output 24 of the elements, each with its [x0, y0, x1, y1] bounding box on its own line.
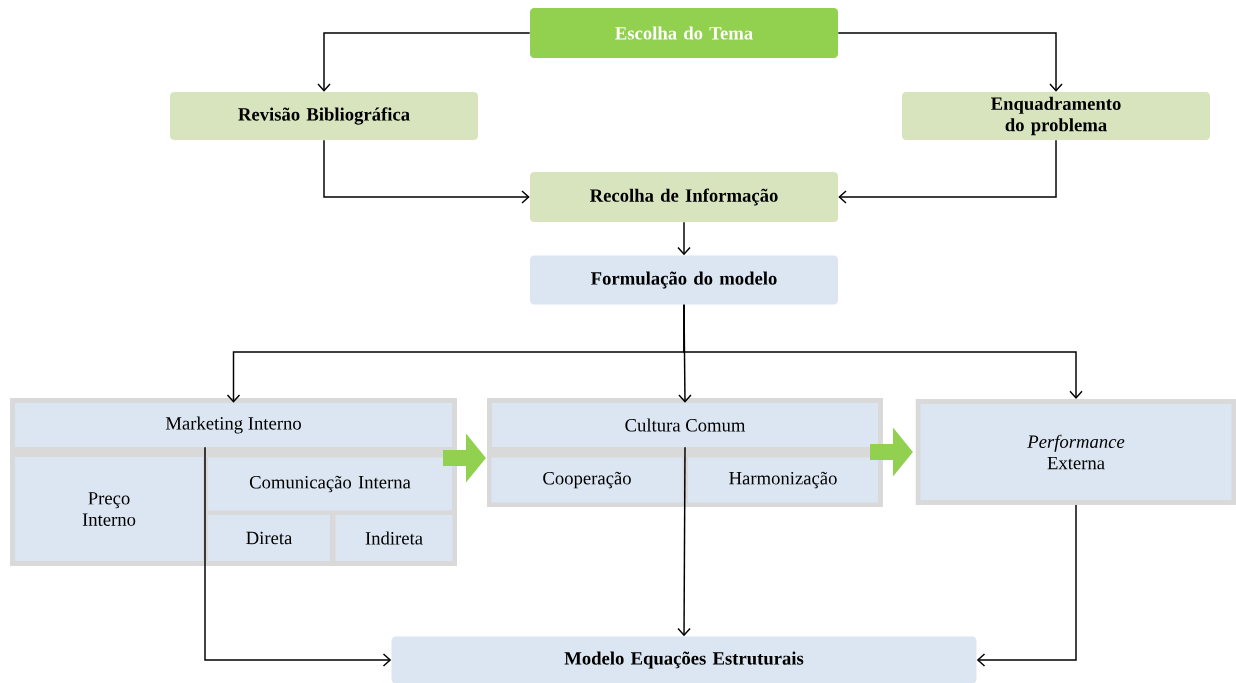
header-cell: Marketing Interno: [15, 403, 452, 447]
arrow: [204, 446, 392, 667]
arrow: [317, 32, 531, 92]
header-cell: Cultura Comum: [492, 403, 878, 447]
result-box: Performance Externa: [915, 399, 1236, 505]
arrow: [837, 32, 1063, 92]
table-cell: Cooperação: [491, 457, 683, 503]
process-box: Enquadramento do problema: [902, 92, 1210, 140]
table-cell: Direta: [208, 515, 330, 561]
arrow: [683, 304, 1083, 399]
process-box: Formulação do modelo: [530, 255, 838, 305]
table-cell: Indireta: [335, 515, 453, 561]
arrow: [677, 446, 691, 637]
table-cell: Harmonização: [688, 457, 878, 503]
process-box: Revisão Bibliográfica: [170, 92, 478, 140]
arrow: [677, 221, 691, 256]
arrow: [976, 504, 1077, 667]
arrow: [838, 139, 1057, 204]
process-box: Recolha de Informação: [530, 172, 838, 222]
start-box: Escolha do Tema: [530, 8, 838, 58]
arrow: [323, 139, 530, 204]
table-cell: Comunicação Interna: [208, 457, 452, 511]
table-cell: Preço Interno: [15, 457, 203, 561]
result-box: Modelo Equações Estruturais: [391, 636, 977, 683]
